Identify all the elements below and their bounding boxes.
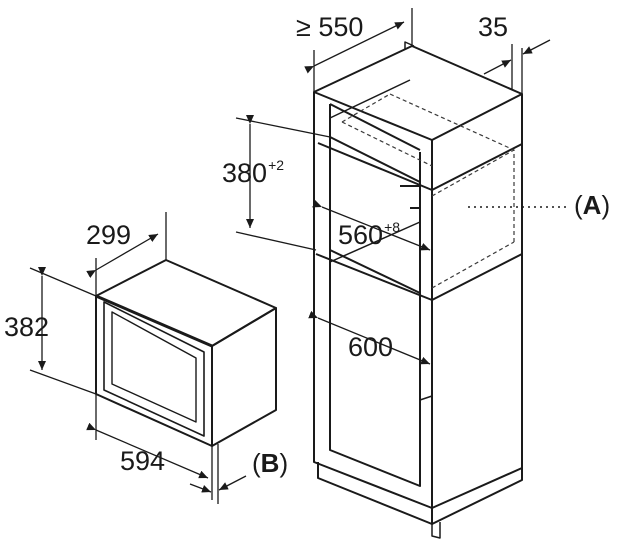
appliance-position-dashed (341, 93, 515, 289)
callout-a: (A) (574, 192, 610, 218)
callout-b-letter: B (260, 448, 280, 478)
dim-niche-width-base: 560 (338, 220, 384, 250)
dim-niche-height-tol: +2 (268, 157, 285, 173)
dim-appliance-height: 382 (4, 312, 50, 342)
callout-b-close: ) (279, 448, 289, 478)
dim-cabinet-side: 35 (478, 12, 509, 42)
callout-b-open: ( (252, 448, 261, 478)
callout-a-letter: A (582, 190, 602, 220)
dim-niche-height-base: 380 (222, 158, 268, 188)
dim-cabinet-inner-width: 600 (348, 332, 394, 362)
dim-niche-width-tol: +8 (384, 219, 401, 235)
dim-appliance-width: 594 (120, 446, 166, 476)
dim-appliance-depth: 299 (86, 220, 132, 250)
appliance (95, 259, 277, 447)
callout-a-open: ( (574, 190, 583, 220)
callout-a-close: ) (601, 190, 611, 220)
callout-b: (B) (252, 450, 288, 476)
dim-niche-height: 380+2 (222, 157, 285, 188)
tall-cabinet (313, 41, 523, 539)
dim-cabinet-depth: ≥ 550 (296, 12, 364, 42)
dim-niche-width: 560+8 (338, 219, 401, 250)
